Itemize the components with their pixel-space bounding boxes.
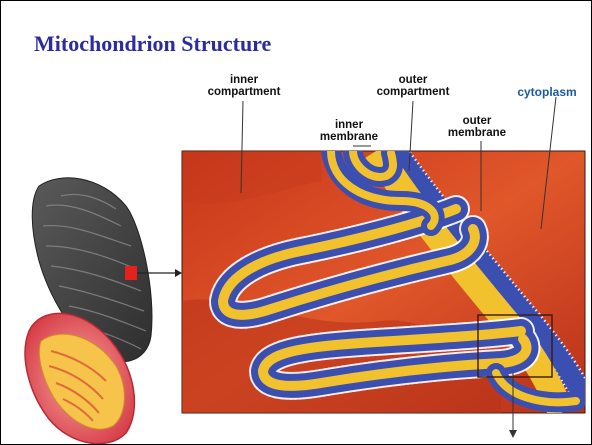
- label-cytoplasm: cytoplasm: [511, 86, 583, 98]
- down-arrow: [509, 430, 517, 438]
- label-outer-compartment: outer compartment: [361, 74, 465, 98]
- zoomed-cross-section: [182, 151, 585, 413]
- label-inner-membrane: inner membrane: [313, 119, 385, 143]
- label-outer-membrane: outer membrane: [441, 115, 513, 139]
- label-inner-compartment: inner compartment: [207, 74, 281, 98]
- selection-marker: [125, 266, 137, 280]
